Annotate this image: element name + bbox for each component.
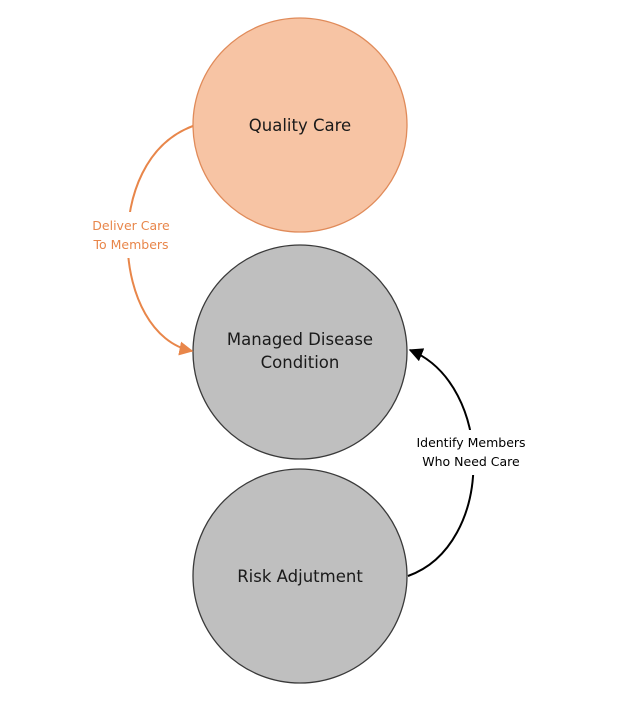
edge-deliver-care-label-line1: Deliver Care: [92, 218, 170, 233]
node-managed-disease-condition: Managed Disease Condition: [192, 244, 408, 460]
node-quality-care-circle: [192, 17, 408, 233]
node-risk-adjustment-circle: [192, 468, 408, 684]
edge-identify-members-label-line2: Who Need Care: [422, 454, 520, 469]
node-risk-adjustment-label: Risk Adjutment: [237, 567, 363, 586]
edge-deliver-care-label-line2: To Members: [92, 237, 168, 252]
node-quality-care: Quality Care: [192, 17, 408, 233]
edge-deliver-care-label-bg: [84, 212, 178, 258]
edge-deliver-care: Deliver Care To Members: [84, 125, 194, 356]
node-managed-disease-label-line2: Condition: [261, 353, 340, 372]
node-quality-care-label: Quality Care: [249, 116, 351, 135]
node-managed-disease-circle: [192, 244, 408, 460]
edge-identify-members: Identify Members Who Need Care: [407, 348, 532, 577]
edge-identify-members-label-bg: [410, 430, 532, 475]
edge-identify-members-label-line1: Identify Members: [416, 435, 525, 450]
node-managed-disease-label-line1: Managed Disease: [227, 330, 373, 349]
node-risk-adjustment: Risk Adjutment: [192, 468, 408, 684]
